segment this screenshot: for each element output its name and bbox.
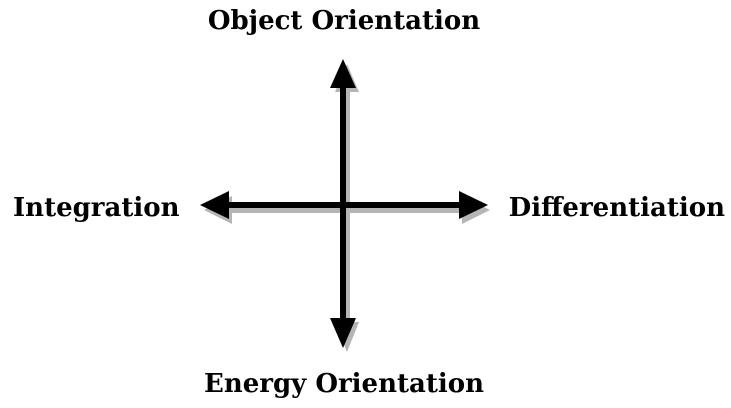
left-axis-label: Integration xyxy=(13,193,180,223)
down-arrowhead xyxy=(330,318,356,348)
vertical-shaft xyxy=(340,80,346,322)
left-arrowhead xyxy=(200,191,229,219)
right-arrowhead xyxy=(459,191,488,219)
right-axis-label: Differentiation xyxy=(508,193,725,223)
arrows xyxy=(200,59,488,348)
up-arrowhead xyxy=(330,59,356,88)
top-axis-label: Object Orientation xyxy=(207,6,481,36)
bottom-axis-label: Energy Orientation xyxy=(204,369,484,399)
horizontal-shaft xyxy=(222,202,466,208)
